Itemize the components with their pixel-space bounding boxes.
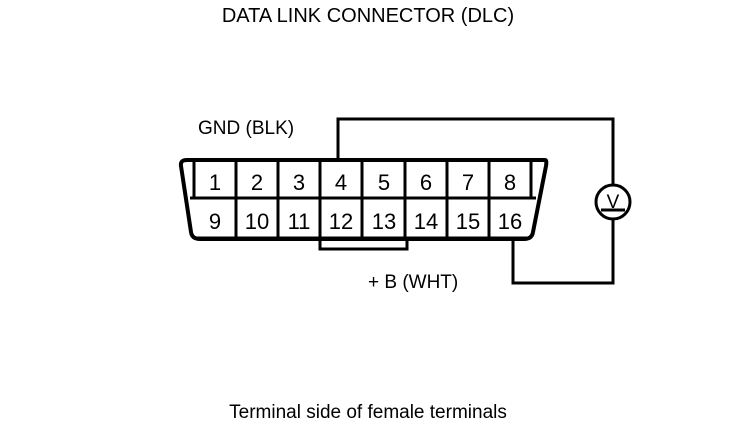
figure-caption: Terminal side of female terminals	[229, 402, 507, 423]
pin-label-16: 16	[498, 209, 522, 234]
ground-wire	[336, 117, 615, 185]
pin-label-6: 6	[420, 170, 432, 195]
pin-label-9: 9	[209, 209, 221, 234]
battery-positive-wire	[511, 220, 615, 285]
pin-label-4: 4	[335, 170, 347, 195]
pin-label-3: 3	[293, 170, 305, 195]
pin-label-7: 7	[462, 170, 474, 195]
pin-label-1: 1	[209, 170, 221, 195]
page-title: DATA LINK CONNECTOR (DLC)	[222, 5, 514, 27]
pin-label-15: 15	[456, 209, 480, 234]
pin-label-5: 5	[378, 170, 390, 195]
pin-label-10: 10	[245, 209, 269, 234]
pin-label-8: 8	[504, 170, 516, 195]
battery-positive-label: + B (WHT)	[368, 272, 458, 293]
battery-tap-bracket	[318, 238, 409, 251]
pin-label-12: 12	[329, 209, 353, 234]
pin-label-11: 11	[288, 209, 311, 234]
ground-label: GND (BLK)	[198, 118, 294, 139]
pin-label-13: 13	[372, 209, 396, 234]
voltmeter-symbol-label: V	[607, 192, 620, 213]
pin-label-2: 2	[251, 170, 263, 195]
pin-label-14: 14	[414, 209, 438, 234]
